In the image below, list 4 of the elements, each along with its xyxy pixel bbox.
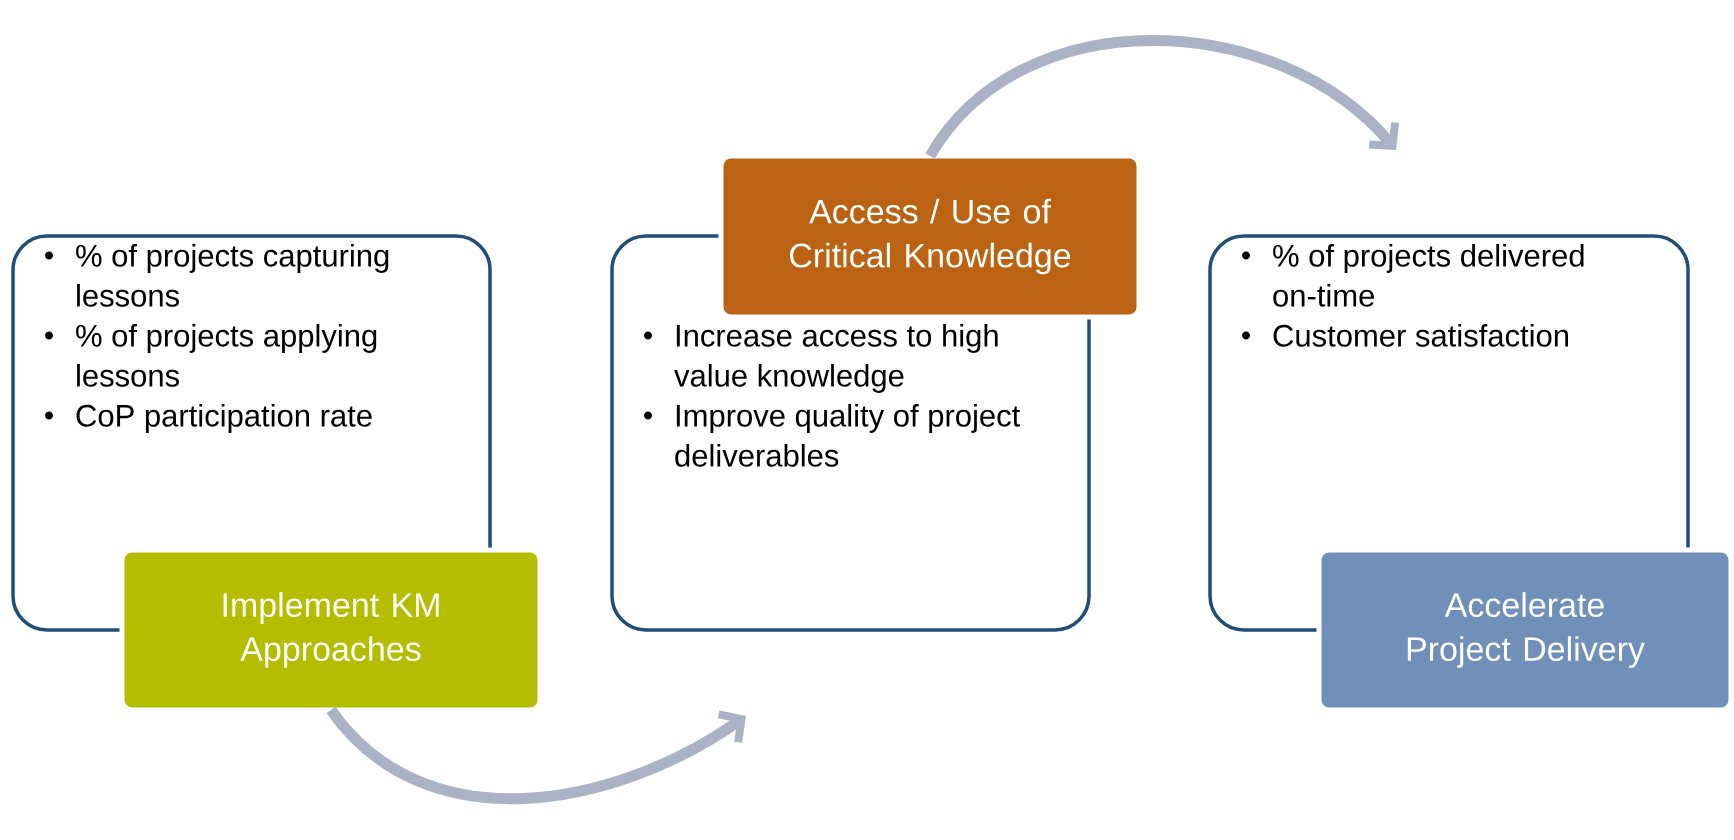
curved-arrow: [925, 35, 1400, 160]
heading-box: Accelerate Project Delivery: [1316, 547, 1734, 713]
curved-arrow: [326, 706, 746, 804]
heading-box: Access / Use of Critical Knowledge: [718, 153, 1142, 320]
